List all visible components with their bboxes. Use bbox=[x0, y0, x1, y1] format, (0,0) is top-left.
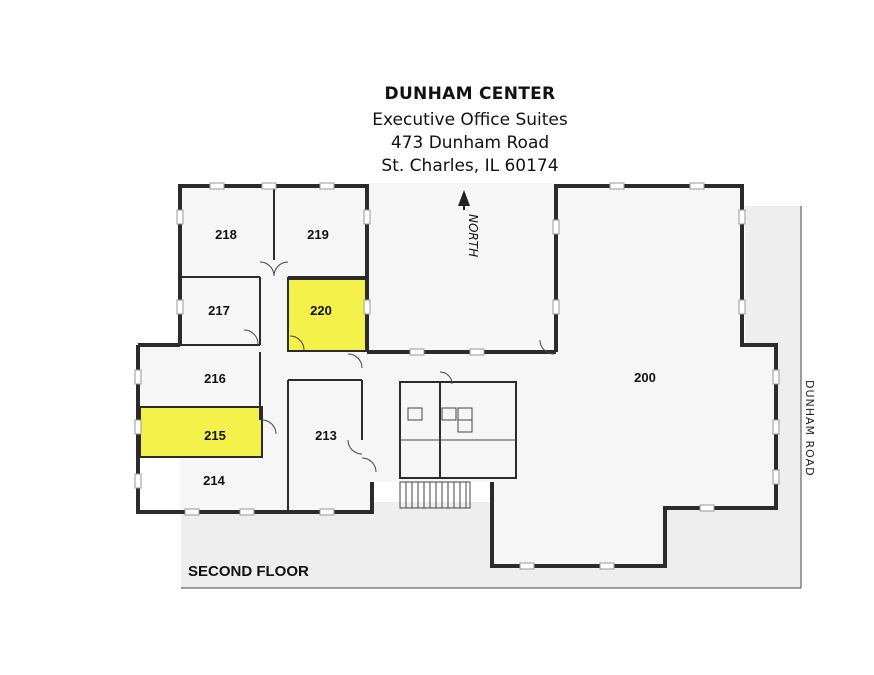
room-214-label[interactable]: 214 bbox=[203, 473, 225, 488]
room-213-label[interactable]: 213 bbox=[315, 428, 337, 443]
room-216-label[interactable]: 216 bbox=[204, 371, 226, 386]
floor-label: SECOND FLOOR bbox=[188, 563, 309, 580]
toilet-a-icon bbox=[441, 407, 457, 421]
room-200-label[interactable]: 200 bbox=[634, 370, 656, 385]
room-215-highlight[interactable] bbox=[139, 406, 263, 458]
city-address: St. Charles, IL 60174 bbox=[381, 156, 559, 176]
windows bbox=[134, 182, 780, 570]
north-label: NORTH bbox=[466, 214, 480, 257]
stairs-icon bbox=[399, 481, 471, 509]
toilet-d-icon bbox=[407, 407, 423, 421]
site-ground bbox=[181, 502, 782, 588]
room-217-label[interactable]: 217 bbox=[208, 303, 230, 318]
room-220-label[interactable]: 220 bbox=[310, 303, 332, 318]
room-215-label[interactable]: 215 bbox=[204, 428, 226, 443]
restroom-core bbox=[399, 381, 517, 479]
room-218-label[interactable]: 218 bbox=[215, 227, 237, 242]
road-label: DUNHAM ROAD bbox=[803, 380, 816, 477]
door-swings bbox=[243, 261, 555, 473]
room-220-highlight[interactable] bbox=[287, 278, 369, 352]
north-arrow-icon bbox=[458, 190, 470, 210]
street-address: 473 Dunham Road bbox=[390, 133, 550, 153]
room-219-label[interactable]: 219 bbox=[307, 227, 329, 242]
building-subtitle: Executive Office Suites bbox=[372, 110, 568, 130]
toilet-c-icon bbox=[457, 419, 473, 433]
building-name: DUNHAM CENTER bbox=[384, 84, 556, 104]
